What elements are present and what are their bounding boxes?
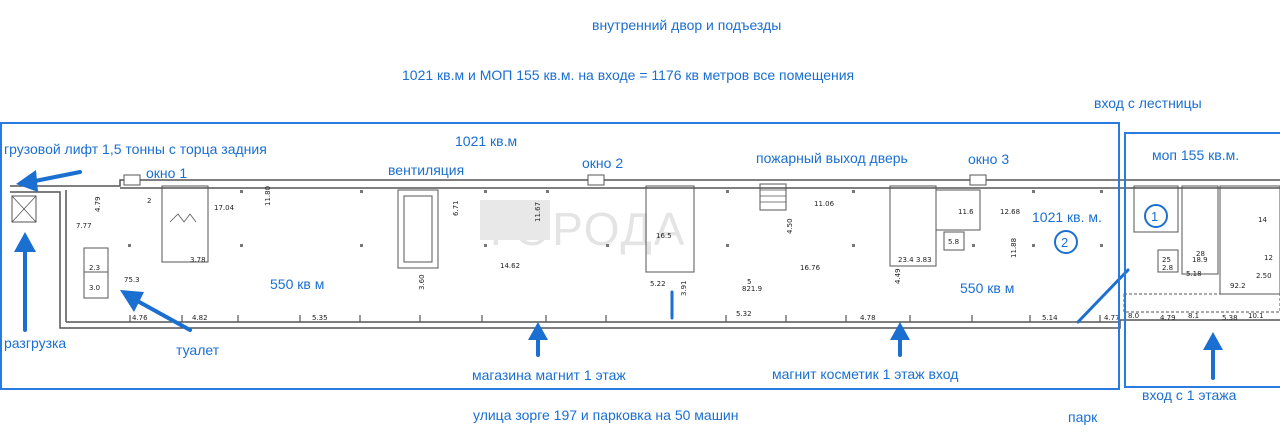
label-window-3: окно 3 [968, 151, 1010, 167]
dim: 5.22 [650, 280, 666, 288]
dim: 4.76 [132, 314, 148, 322]
mop-room [1133, 185, 1179, 233]
dim: 5 [747, 278, 751, 286]
dim: 3.0 [89, 284, 100, 292]
dim: 17.04 [214, 204, 235, 212]
dim: 5.32 [736, 310, 752, 318]
label-mop: моп 155 кв.м. [1152, 147, 1240, 163]
dimension-labels: 7.77 4.79 2 17.04 11.80 6.71 11.67 11.06… [76, 186, 1273, 322]
ventilation-shaft [397, 189, 439, 269]
dim: 4.79 [1160, 314, 1176, 322]
toilet-block [83, 247, 109, 299]
label-window-2: окно 2 [582, 155, 624, 171]
label-shop-magnit: магазина магнит 1 этаж [472, 367, 626, 383]
freight-lift-shaft [11, 195, 37, 223]
dim: 7.77 [76, 222, 92, 230]
dim: 4.49 [894, 268, 902, 284]
dim: 2.3 [89, 264, 100, 272]
arrow-up-left-icon [120, 290, 144, 312]
dim: 5.14 [1042, 314, 1058, 322]
dim: 8.1 [1188, 312, 1199, 320]
dim: 14 [1258, 216, 1267, 224]
columns [128, 190, 1103, 247]
dim: 4.79 [94, 196, 102, 212]
badge-2-label: 2 [1061, 235, 1068, 250]
dim: 12 [1264, 254, 1273, 262]
dim: 3.91 [680, 280, 688, 296]
label-magnit-cosmetic: магнит косметик 1 этаж вход [772, 366, 959, 382]
dim: 3.78 [190, 256, 206, 264]
dim: 16.76 [800, 264, 821, 272]
label-unloading: разгрузка [4, 335, 67, 351]
dim: 4.82 [192, 314, 208, 322]
dim: 5.18 [1186, 270, 1202, 278]
dim: 16.5 [656, 232, 672, 240]
building-walls [10, 179, 1280, 329]
dim: 25 [1162, 256, 1171, 264]
dim: 6.71 [452, 200, 460, 216]
fire-exit-stair [759, 183, 787, 211]
dim: 11.88 [1010, 238, 1018, 258]
label-park: парк [1068, 409, 1098, 425]
dim: 12.68 [1000, 208, 1020, 216]
mop-area-frame [1124, 132, 1280, 388]
dim: 2.8 [1162, 264, 1173, 272]
dim: 8.0 [1128, 312, 1139, 320]
dim: 4.50 [786, 218, 794, 234]
badge-1: 1 [1144, 204, 1168, 228]
dim: 28 [1196, 250, 1205, 258]
arrow-up-icon [1203, 332, 1223, 350]
main-area-frame [0, 122, 1120, 390]
dim: 821.9 [742, 285, 762, 293]
label-area-1021-right: 1021 кв. м. [1032, 209, 1102, 225]
dim: 4.77 [1104, 314, 1120, 322]
window-2-box [587, 174, 605, 186]
label-area-1021: 1021 кв.м [455, 133, 518, 149]
summary-text: 1021 кв.м и МОП 155 кв.м. на входе = 117… [402, 67, 855, 83]
watermark-logo [480, 200, 550, 240]
label-freight-lift: грузовой лифт 1,5 тонны с торца задния [4, 141, 267, 157]
badge-1-label: 1 [1151, 209, 1158, 224]
stair-2 [645, 185, 695, 273]
label-right-550: 550 кв м [960, 280, 1015, 296]
dim: 5.35 [312, 314, 328, 322]
arrow-up-icon [890, 322, 910, 340]
dim: 2.50 [1256, 272, 1272, 280]
dim: 14.62 [500, 262, 520, 270]
label-window-1: окно 1 [146, 165, 188, 181]
dim: 11.6 [958, 208, 974, 216]
label-stair-entrance: вход с лестницы [1094, 95, 1202, 111]
dim: 2 [147, 197, 151, 205]
dim: 11.67 [534, 202, 542, 222]
dim: 23.4 [898, 256, 914, 264]
dim: 18.9 [1192, 256, 1208, 264]
label-entrance-floor1: вход с 1 этажа [1142, 387, 1237, 403]
dim: 92.2 [1230, 282, 1246, 290]
dim: 10.1 [1248, 312, 1264, 320]
page-title: внутренний двор и подъезды [592, 17, 782, 33]
arrow-up-icon [528, 322, 548, 340]
dim: 3.60 [418, 274, 426, 290]
label-ventilation: вентиляция [388, 162, 465, 178]
dim: 5.38 [1222, 314, 1238, 322]
window-1-box [123, 174, 141, 186]
dim: 4.78 [860, 314, 876, 322]
dim: 75.3 [124, 276, 140, 284]
label-left-550: 550 кв м [270, 276, 325, 292]
arrow-up-icon [14, 232, 36, 252]
dim: 11.80 [264, 186, 272, 206]
badge-2: 2 [1054, 230, 1078, 254]
dim: 5.8 [948, 238, 959, 246]
annotation-arrows [14, 170, 1223, 380]
label-street: улица зорге 197 и парковка на 50 машин [473, 407, 739, 423]
dim: 11.06 [814, 200, 835, 208]
dim: 3.83 [916, 256, 932, 264]
stair-1 [161, 185, 209, 263]
facade-windows [129, 315, 1101, 322]
label-fire-exit: пожарный выход дверь [756, 150, 908, 166]
arrow-left-icon [16, 170, 38, 192]
window-3-box [969, 174, 987, 186]
label-toilet: туалет [176, 342, 220, 358]
